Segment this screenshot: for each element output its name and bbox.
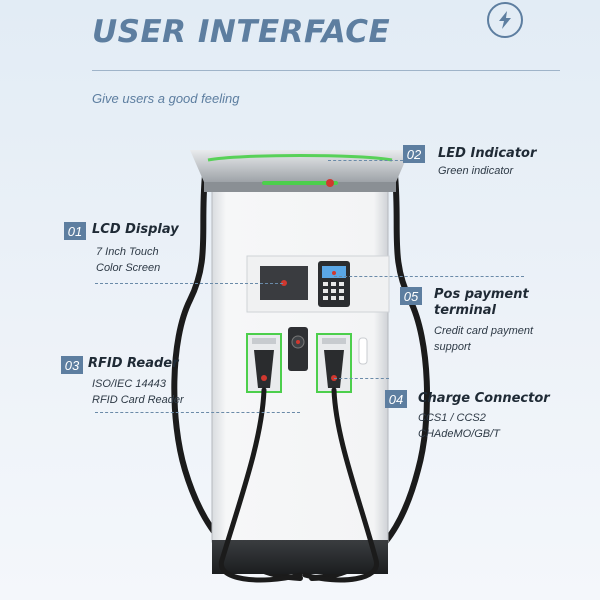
callout-number: 03: [61, 356, 83, 374]
leader-line-05: [334, 276, 524, 277]
leader-line-04: [334, 378, 389, 379]
rfid-reader: [288, 327, 308, 371]
leader-line-02: [328, 160, 403, 161]
callout-title: RFID Reader: [88, 356, 179, 371]
callout-number: 02: [403, 145, 425, 163]
callout-title: Charge Connector: [418, 391, 550, 406]
callout-detail: Credit card payment: [434, 325, 534, 337]
callout-title-line2: terminal: [434, 303, 496, 318]
callout-detail: support: [434, 341, 471, 353]
lightning-bolt-icon: [487, 2, 523, 38]
charge-gun-left: [254, 350, 274, 388]
callout-number: 04: [385, 390, 407, 408]
callout-detail: CHAdeMO/GB/T: [418, 428, 500, 440]
title-divider: [92, 70, 560, 71]
page-title: USER INTERFACE: [92, 14, 391, 50]
top-led-strip: [207, 154, 393, 162]
callout-number: 01: [64, 222, 86, 240]
callout-title: Pos payment: [434, 287, 529, 302]
callout-number: 05: [400, 287, 422, 305]
callout-title: LCD Display: [92, 222, 179, 237]
led-indicator-dot: [326, 179, 334, 187]
led-indicator-bar: [262, 181, 338, 185]
callout-detail: 7 Inch Touch: [96, 246, 159, 258]
callout-detail: CCS1 / CCS2: [418, 412, 486, 424]
leader-line-01: [95, 283, 283, 284]
callout-detail: Color Screen: [96, 262, 161, 274]
callout-title: LED Indicator: [438, 146, 537, 161]
leader-line-03: [95, 412, 300, 413]
callout-detail: ISO/IEC 14443: [92, 378, 166, 390]
page-subtitle: Give users a good feeling: [92, 91, 240, 106]
charging-cables-front: [218, 387, 379, 583]
cabinet-base: [212, 540, 388, 574]
callout-detail: RFID Card Reader: [92, 394, 184, 406]
callout-detail: Green indicator: [438, 165, 514, 177]
